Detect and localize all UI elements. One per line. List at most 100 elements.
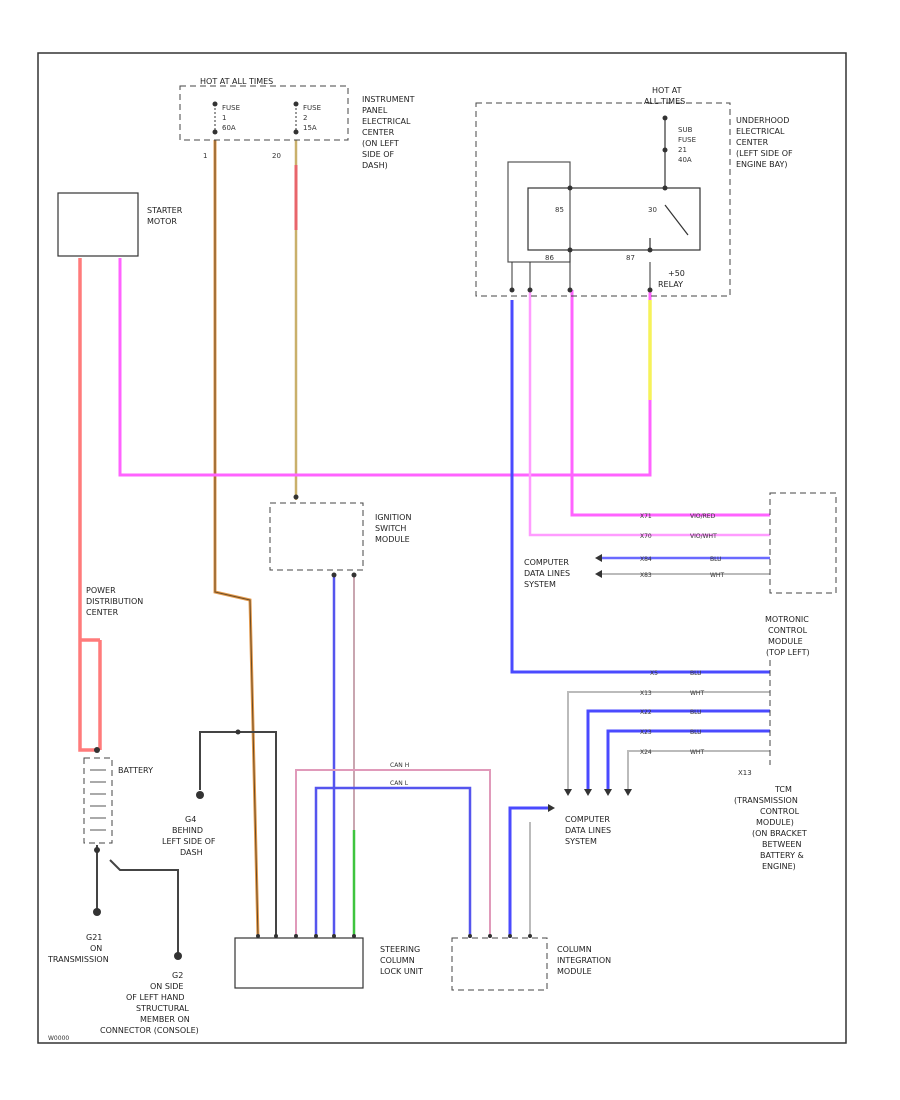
svg-text:PANEL: PANEL (362, 106, 388, 115)
svg-text:TCM: TCM (774, 785, 792, 794)
svg-text:DISTRIBUTION: DISTRIBUTION (86, 597, 143, 606)
column-module-pins (468, 934, 532, 938)
starter-motor-label-2: MOTOR (147, 217, 177, 226)
underhood-center-box (475, 102, 731, 297)
svg-text:G21: G21 (86, 933, 102, 942)
computer-data-lines-1: COMPUTER DATA LINES SYSTEM (524, 554, 602, 589)
svg-text:OF LEFT HAND: OF LEFT HAND (126, 993, 184, 1002)
ground-g21: G21 ON TRANSMISSION (47, 908, 109, 964)
svg-text:STEERING: STEERING (380, 945, 420, 954)
wire-steering-column-bus (295, 769, 491, 938)
svg-text:TRANSMISSION: TRANSMISSION (47, 955, 109, 964)
fuse1-pin-label: 1 (203, 152, 207, 160)
sub-fuse-21: SUB FUSE 21 40A (662, 115, 696, 190)
svg-text:CENTER: CENTER (86, 608, 119, 617)
underhood-center-label: UNDERHOOD ELECTRICAL CENTER (LEFT SIDE O… (736, 116, 793, 169)
svg-text:X23: X23 (640, 729, 652, 736)
svg-text:86: 86 (545, 254, 554, 262)
steering-lock-pins (256, 934, 356, 938)
fuse-2: FUSE 2 15A (293, 101, 321, 135)
svg-text:(ON BRACKET: (ON BRACKET (752, 829, 807, 838)
svg-text:(TOP LEFT): (TOP LEFT) (766, 648, 810, 657)
column-integration-module-box (451, 937, 548, 991)
svg-text:1: 1 (222, 114, 226, 122)
svg-text:UNDERHOOD: UNDERHOOD (736, 116, 789, 125)
svg-text:SWITCH: SWITCH (375, 524, 406, 533)
column-module-label: COLUMN INTEGRATION MODULE (557, 945, 611, 976)
tcm-label: TCM (TRANSMISSION CONTROL MODULE) (ON BR… (734, 785, 807, 871)
motronic-connector-labels: X71 X70 X84 X83 VIO/RED VIO/WHT BLU WHT (640, 513, 724, 579)
svg-text:COMPUTER: COMPUTER (524, 558, 569, 567)
svg-text:COLUMN: COLUMN (380, 956, 415, 965)
wire-column-can (508, 806, 548, 938)
svg-text:FUSE: FUSE (222, 104, 240, 112)
svg-text:DASH: DASH (180, 848, 203, 857)
svg-text:2: 2 (303, 114, 307, 122)
svg-text:BETWEEN: BETWEEN (762, 840, 801, 849)
wire-fuse1-orange (213, 140, 260, 939)
svg-text:BEHIND: BEHIND (172, 826, 203, 835)
ground-g2: G2 ON SIDE OF LEFT HAND STRUCTURAL MEMBE… (100, 952, 199, 1035)
svg-text:INSTRUMENT: INSTRUMENT (362, 95, 415, 104)
diagram-frame (37, 52, 847, 1044)
svg-text:21: 21 (678, 146, 687, 154)
svg-text:X13: X13 (640, 690, 652, 697)
fuse-1: FUSE 1 60A (212, 101, 240, 135)
svg-text:MODULE: MODULE (375, 535, 410, 544)
svg-text:SYSTEM: SYSTEM (524, 580, 556, 589)
svg-text:MOTRONIC: MOTRONIC (765, 615, 809, 624)
svg-text:BLU: BLU (690, 729, 702, 736)
ignition-switch-module-box (269, 502, 364, 571)
svg-text:(LEFT SIDE OF: (LEFT SIDE OF (736, 149, 793, 158)
svg-text:VIO/WHT: VIO/WHT (690, 533, 717, 540)
svg-text:MODULE: MODULE (557, 967, 592, 976)
svg-text:CONTROL: CONTROL (768, 626, 808, 635)
svg-text:BLU: BLU (690, 709, 702, 716)
svg-text:40A: 40A (678, 156, 692, 164)
svg-text:FUSE: FUSE (303, 104, 321, 112)
svg-text:INTEGRATION: INTEGRATION (557, 956, 611, 965)
svg-text:ON: ON (90, 944, 102, 953)
svg-text:BLU: BLU (710, 556, 722, 563)
relay-label-1: +50 (668, 269, 685, 278)
wire-starter-battery-red (78, 258, 102, 752)
svg-text:X24: X24 (640, 749, 652, 756)
steering-column-lock-box (234, 937, 364, 989)
wire-relay-tcm-blue (510, 300, 770, 674)
fuse-block (179, 85, 349, 141)
svg-text:LEFT SIDE OF: LEFT SIDE OF (162, 837, 216, 846)
hot-all-times-label: HOT AT ALL TIMES (200, 77, 273, 86)
svg-text:BLU: BLU (690, 670, 702, 677)
wire-tcm-can (567, 691, 770, 790)
svg-text:SYSTEM: SYSTEM (565, 837, 597, 846)
svg-text:SIDE OF: SIDE OF (362, 150, 394, 159)
power-distribution-label: POWER DISTRIBUTION CENTER (86, 586, 143, 617)
svg-text:MODULE): MODULE) (756, 818, 794, 827)
svg-text:WHT: WHT (690, 690, 704, 697)
computer-data-lines-2: COMPUTER DATA LINES SYSTEM (548, 789, 632, 846)
ignition-switch-label: IGNITION SWITCH MODULE (375, 513, 411, 544)
svg-text:CENTER: CENTER (736, 138, 769, 147)
svg-text:MODULE: MODULE (768, 637, 803, 646)
svg-text:ENGINE): ENGINE) (762, 862, 796, 871)
svg-text:85: 85 (555, 206, 564, 214)
svg-text:(TRANSMISSION: (TRANSMISSION (734, 796, 798, 805)
starter-motor-box (57, 192, 139, 257)
svg-text:SUB: SUB (678, 126, 693, 134)
relay-50: 85 30 86 87 (507, 161, 701, 293)
footer-code: W0000 (48, 1035, 69, 1042)
svg-text:CONTROL: CONTROL (760, 807, 800, 816)
svg-text:COLUMN: COLUMN (557, 945, 592, 954)
svg-text:G4: G4 (185, 815, 196, 824)
svg-text:ENGINE BAY): ENGINE BAY) (736, 160, 788, 169)
svg-text:X5: X5 (650, 670, 658, 677)
hot-at-label-1: HOT AT (652, 86, 682, 95)
svg-text:DASH): DASH) (362, 161, 388, 170)
wire-ignition-steering (332, 575, 356, 938)
motronic-label: MOTRONIC CONTROL MODULE (TOP LEFT) (765, 615, 810, 657)
svg-text:IGNITION: IGNITION (375, 513, 411, 522)
svg-text:30: 30 (648, 206, 657, 214)
svg-text:CONNECTOR (CONSOLE): CONNECTOR (CONSOLE) (100, 1026, 199, 1035)
tcm-pin-label: X13 (738, 769, 752, 777)
